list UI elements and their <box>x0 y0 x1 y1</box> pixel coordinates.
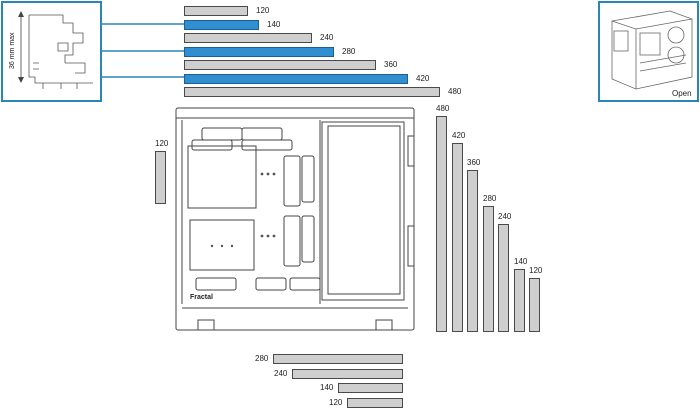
front-radiator-label: 360 <box>467 158 481 167</box>
top-radiator-label: 120 <box>256 6 270 15</box>
bottom-radiator-bar <box>338 383 403 393</box>
open-label: Open <box>672 89 692 98</box>
front-radiator-label: 140 <box>514 257 528 266</box>
rear-radiator-label: 120 <box>155 139 169 148</box>
top-bracket-inset: 36 mm max <box>1 1 102 102</box>
front-radiator-bar <box>498 224 509 332</box>
top-radiator-bar <box>184 60 376 70</box>
front-radiator-bar <box>514 269 525 332</box>
front-radiator-label: 120 <box>529 266 543 275</box>
top-radiator-bar <box>184 20 259 30</box>
bottom-radiator-bar <box>292 369 403 379</box>
bottom-radiator-label: 140 <box>320 383 334 392</box>
bottom-radiator-label: 280 <box>255 354 269 363</box>
top-radiator-label: 480 <box>448 87 462 96</box>
front-radiator-bar <box>467 170 478 332</box>
top-bracket-drawing <box>18 11 93 89</box>
open-case-inset: Open <box>598 1 699 102</box>
top-radiator-bar <box>184 47 334 57</box>
top-radiator-bar <box>184 74 408 84</box>
open-case-drawing <box>611 10 693 90</box>
top-radiator-bar <box>184 87 440 97</box>
rear-radiator-bar <box>155 151 166 204</box>
front-radiator-label: 480 <box>436 104 450 113</box>
front-radiator-label: 280 <box>483 194 497 203</box>
top-radiator-label: 360 <box>384 60 398 69</box>
top-radiator-bar <box>184 33 312 43</box>
front-radiator-bar <box>529 278 540 332</box>
bottom-radiator-label: 120 <box>329 398 343 407</box>
case-side-view <box>175 107 415 331</box>
top-radiator-label: 420 <box>416 74 430 83</box>
front-radiator-bar <box>483 206 494 332</box>
brand-logo: Fractal <box>190 294 213 301</box>
front-radiator-label: 420 <box>452 131 466 140</box>
front-radiator-label: 240 <box>498 212 512 221</box>
top-radiator-bar <box>184 6 248 16</box>
front-radiator-bar <box>452 143 463 332</box>
top-radiator-label: 140 <box>267 20 281 29</box>
top-radiator-label: 280 <box>342 47 356 56</box>
top-radiator-label: 240 <box>320 33 334 42</box>
bottom-radiator-label: 240 <box>274 369 288 378</box>
bottom-radiator-bar <box>273 354 403 364</box>
front-radiator-bar <box>436 116 447 332</box>
